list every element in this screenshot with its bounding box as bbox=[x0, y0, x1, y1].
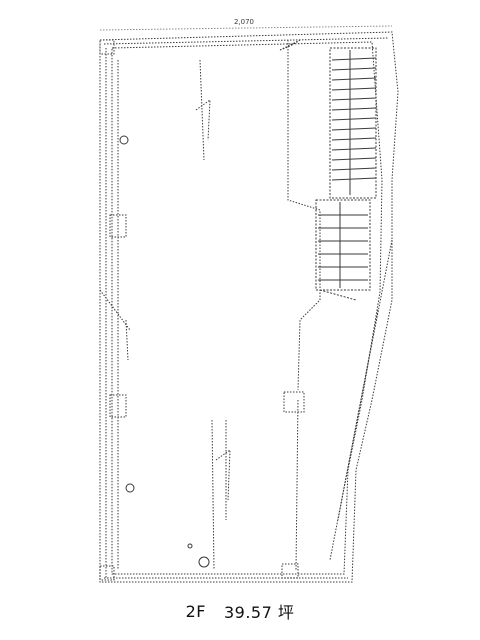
floor-label: 2F bbox=[185, 601, 206, 621]
column-top-left bbox=[99, 39, 115, 55]
right-diagonal-wall-2 bbox=[337, 309, 379, 521]
fixture-line-4 bbox=[99, 289, 131, 331]
stair-outline bbox=[329, 47, 377, 199]
floor-caption: 2F 39.57 坪 bbox=[0, 598, 480, 624]
staircase bbox=[329, 47, 377, 199]
stair-landing bbox=[315, 199, 371, 301]
symbol-circle-1 bbox=[119, 135, 129, 145]
fixture-line-1 bbox=[199, 59, 205, 161]
floor-area: 39.57 坪 bbox=[223, 603, 295, 622]
outer-wall-boundary bbox=[99, 31, 399, 583]
column-bottom-left bbox=[99, 565, 115, 581]
central-partition bbox=[287, 40, 321, 391]
symbol-circle-4 bbox=[187, 543, 193, 549]
scale-label: 2,070 bbox=[234, 18, 254, 26]
fixture-shape-1 bbox=[195, 98, 211, 141]
symbol-circle-3 bbox=[198, 556, 210, 568]
outlet-symbols bbox=[119, 135, 210, 568]
floor-plan-drawing: 2,070 bbox=[99, 18, 399, 583]
column-left-upper bbox=[109, 214, 127, 238]
fixture-shape-2 bbox=[215, 448, 231, 501]
symbol-circle-2 bbox=[125, 483, 135, 493]
column-center-lower bbox=[283, 391, 305, 413]
fixture-line-2 bbox=[211, 419, 215, 571]
inner-wall-boundary bbox=[111, 41, 383, 575]
door-swing-top bbox=[279, 39, 301, 51]
right-diagonal-wall bbox=[329, 239, 393, 561]
fixture-line-5 bbox=[125, 319, 129, 361]
top-wall-line bbox=[103, 37, 389, 45]
partition-lower bbox=[295, 399, 299, 571]
column-left-lower bbox=[109, 394, 127, 418]
scale-dimension-line bbox=[99, 25, 393, 31]
